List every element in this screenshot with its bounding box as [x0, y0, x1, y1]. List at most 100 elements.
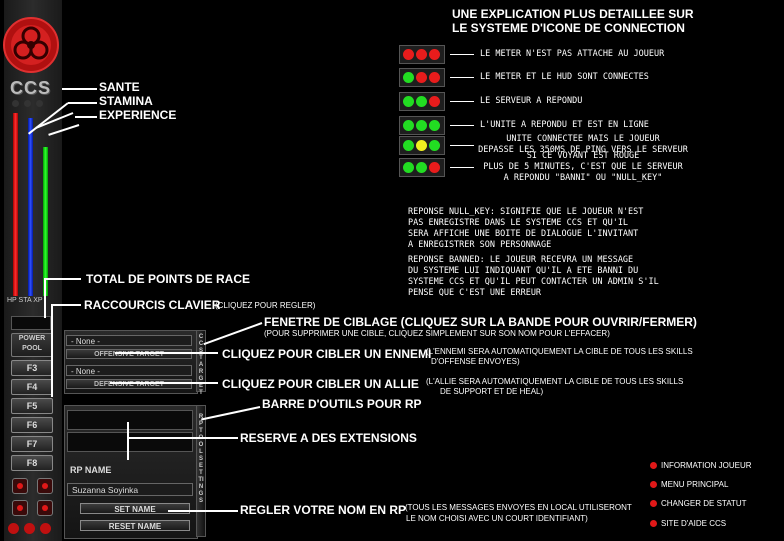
status-dot — [403, 120, 414, 131]
note-ennemi-2: D'OFFENSE ENVOYES) — [431, 357, 520, 366]
label-barre-rp: BARRE D'OUTILS POUR RP — [262, 397, 422, 411]
explanation-title-2: LE SYSTEME D'ICONE DE CONNECTION — [452, 21, 685, 35]
defensive-target-select[interactable]: - None - — [66, 365, 192, 376]
menu-legend-label: INFORMATION JOUEUR — [661, 461, 752, 470]
legend-text: LE METER ET LE HUD SONT CONNECTES — [480, 71, 649, 82]
offensive-target-select[interactable]: - None - — [66, 335, 192, 346]
target-window-toggle-tab[interactable]: CCS TARGET — [196, 330, 206, 396]
label-fenetre: FENETRE DE CIBLAGE (CLIQUEZ SUR LA BANDE… — [264, 315, 697, 329]
target-tab-text: CCS TARGET — [198, 334, 204, 396]
status-dot — [429, 96, 440, 107]
explanation-line: SERA AFFICHE UNE BOITE DE DIALOGUE L'INV… — [408, 229, 639, 239]
legend-connector — [450, 125, 474, 126]
explanation-line: REPONSE BANNED: LE JOUEUR RECEVRA UN MES… — [408, 255, 634, 265]
hotkey-f4[interactable]: F4 — [11, 379, 53, 395]
label-stamina: STAMINA — [99, 94, 153, 108]
menu-legend-dot — [650, 500, 657, 507]
connection-indicator — [12, 100, 52, 108]
stamina-bar — [28, 118, 33, 296]
status-dot — [429, 49, 440, 60]
menu-legend-dot — [650, 481, 657, 488]
legend-connector — [450, 77, 474, 78]
legend-connector — [450, 167, 474, 168]
legend-text: UNITE CONNECTEE MAIS LE JOUEUR — [506, 134, 660, 144]
status-dot — [416, 72, 427, 83]
status-dot — [429, 120, 440, 131]
legend-text: LE METER N'EST PAS ATTACHE AU JOUEUR — [480, 48, 665, 59]
legend-text: A REPONDU "BANNI" OU "NULL_KEY" — [503, 172, 663, 183]
menu-legend-label: SITE D'AIDE CCS — [661, 519, 727, 528]
status-dot — [403, 72, 414, 83]
power-pool-label-1: POWER — [18, 335, 46, 342]
set-name-button[interactable]: SET NAME — [80, 503, 190, 514]
race-points-box — [11, 316, 51, 330]
note-ennemi-1: (L'ENNEMI SERA AUTOMATIQUEMENT LA CIBLE … — [426, 347, 693, 356]
legend-connector — [450, 54, 474, 55]
label-allie: CLIQUEZ POUR CIBLER UN ALLIE — [222, 377, 419, 391]
hotkey-f8[interactable]: F8 — [11, 455, 53, 471]
status-dot — [416, 120, 427, 131]
hotkey-f3[interactable]: F3 — [11, 360, 53, 376]
label-sante: SANTE — [99, 80, 140, 94]
status-dot — [403, 49, 414, 60]
status-dot — [416, 162, 427, 173]
status-dot — [403, 96, 414, 107]
offensive-target-button[interactable]: OFFENSIVE TARGET — [66, 349, 192, 359]
status-dot — [429, 140, 440, 151]
extension-slot-2 — [67, 432, 193, 452]
player-info-icon[interactable] — [12, 478, 28, 494]
status-dot — [416, 96, 427, 107]
explanation-line: REPONSE NULL_KEY: SIGNIFIE QUE LE JOUEUR… — [408, 207, 644, 217]
rp-name-label: RP NAME — [70, 465, 112, 475]
legend-connector — [450, 101, 474, 102]
note-allie-2: DE SUPPORT ET DE HEAL) — [440, 387, 544, 396]
biohazard-logo[interactable] — [2, 16, 60, 74]
legend-text: LE SERVEUR A REPONDU — [480, 95, 583, 106]
rp-name-input[interactable]: Suzanna Soyinka — [67, 483, 193, 496]
status-light-box — [399, 158, 445, 177]
status-dot — [403, 140, 414, 151]
main-menu-icon[interactable] — [37, 478, 53, 494]
experience-bar — [43, 147, 48, 296]
explanation-line: A ENREGISTRER SON PERSONNAGE — [408, 240, 552, 250]
hotkey-f7[interactable]: F7 — [11, 436, 53, 452]
label-regler-nom: REGLER VOTRE NOM EN RP — [240, 503, 407, 517]
power-pool-button[interactable]: POWER POOL — [11, 333, 53, 357]
menu-legend-dot — [650, 462, 657, 469]
label-ennemi: CLIQUEZ POUR CIBLER UN ENNEMI — [222, 347, 432, 361]
menu-legend-dot — [650, 520, 657, 527]
power-pool-label-2: POOL — [22, 345, 42, 352]
label-race-points: TOTAL DE POINTS DE RACE — [86, 272, 251, 286]
legend-text: PLUS DE 5 MINUTES, C'EST QUE LE SERVEUR — [483, 161, 683, 172]
note-raccourcis: (CLIQUEZ POUR REGLER) — [215, 301, 316, 310]
help-site-icon[interactable] — [37, 500, 53, 516]
legend-text: DEPASSE LES 350MS DE PING VERS LE SERVEU… — [478, 145, 688, 155]
hotkey-f5[interactable]: F5 — [11, 398, 53, 414]
note-allie-1: (L'ALLIE SERA AUTOMATIQUEMENT LA CIBLE D… — [426, 377, 684, 386]
status-light-box — [399, 136, 445, 155]
explanation-line: DU SYSTEME LUI INDIQUANT QU'IL A ETE BAN… — [408, 266, 639, 276]
rp-tool-toggle-tab[interactable]: RP TOOL SETTINGS — [196, 405, 206, 537]
status-light-box — [399, 116, 445, 135]
label-raccourcis: RACCOURCIS CLAVIER — [84, 298, 221, 312]
status-light-box — [399, 45, 445, 64]
status-dot — [429, 162, 440, 173]
legend-text: SI CE VOYANT EST ROUGE — [526, 150, 640, 161]
status-dot — [403, 162, 414, 173]
menu-legend-label: MENU PRINCIPAL — [661, 480, 729, 489]
rp-tab-text: RP TOOL SETTINGS — [198, 414, 204, 504]
explanation-line: PAS ENREGISTRE DANS LE SYSTEME CCS ET QU… — [408, 218, 629, 228]
change-status-icon[interactable] — [12, 500, 28, 516]
bar-labels: HP STA XP — [7, 297, 43, 304]
status-light-box — [399, 92, 445, 111]
menu-legend-label: CHANGER DE STATUT — [661, 499, 747, 508]
explanation-title-1: UNE EXPLICATION PLUS DETAILLEE SUR — [452, 7, 694, 21]
status-light-box — [399, 68, 445, 87]
note-regler-1: (TOUS LES MESSAGES ENVOYES EN LOCAL UTIL… — [405, 503, 632, 512]
hotkey-f6[interactable]: F6 — [11, 417, 53, 433]
defensive-target-button[interactable]: DEFENSIVE TARGET — [66, 379, 192, 389]
reset-name-button[interactable]: RESET NAME — [80, 520, 190, 531]
status-dot — [429, 72, 440, 83]
bottom-red-lights — [8, 522, 58, 534]
label-experience: EXPERIENCE — [99, 108, 177, 122]
